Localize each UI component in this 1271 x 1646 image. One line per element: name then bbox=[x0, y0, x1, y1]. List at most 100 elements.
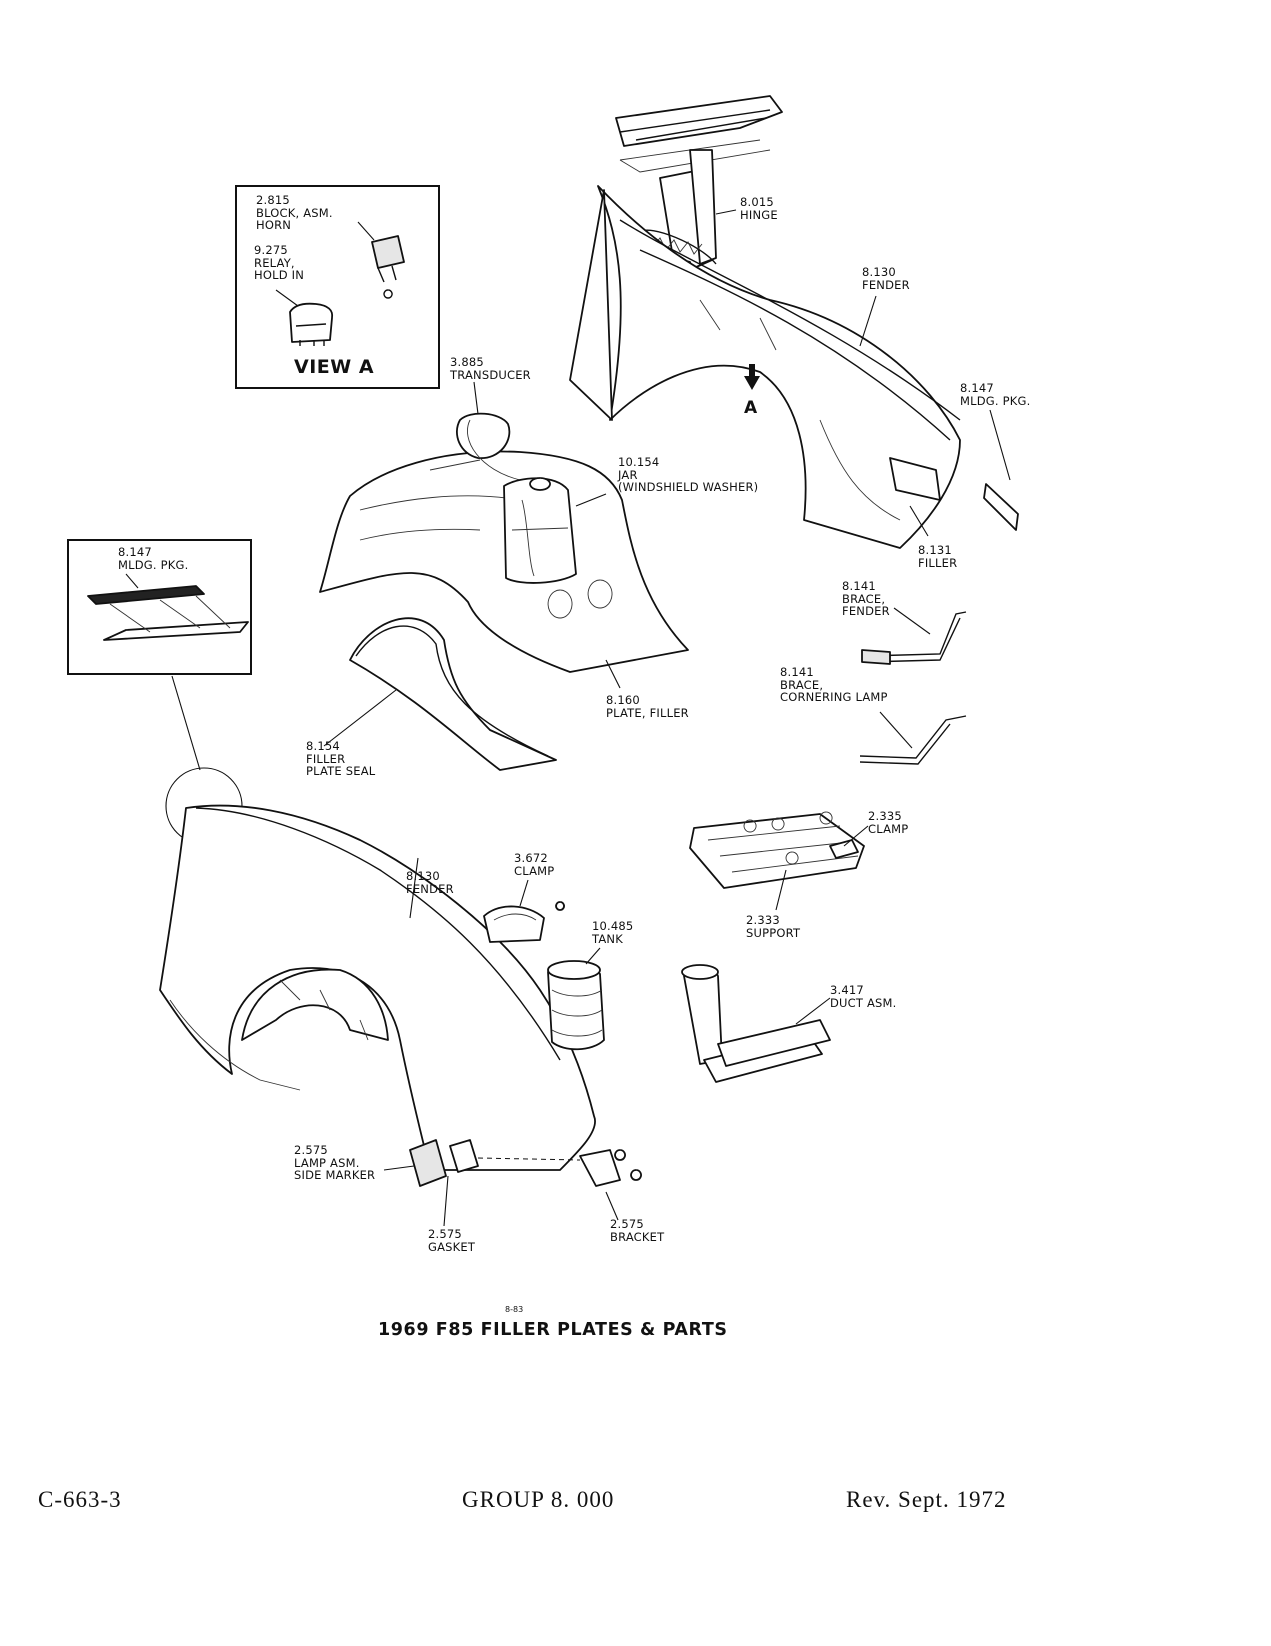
part-name: CLAMP bbox=[868, 821, 909, 836]
fender-bottom bbox=[159, 804, 596, 1171]
part-name: CLAMP bbox=[514, 863, 555, 878]
part-name: HINGE bbox=[740, 207, 778, 222]
relay bbox=[289, 302, 334, 346]
part-name: PLATE SEAL bbox=[306, 764, 376, 778]
filler-part bbox=[889, 457, 941, 537]
figure-caption: 1969 F85 FILLER PLATES & PARTS bbox=[378, 1320, 728, 1340]
label-duct: 3.417 DUCT ASM. bbox=[830, 984, 897, 1009]
part-name: FENDER bbox=[862, 277, 910, 292]
part-number: 8.141 bbox=[842, 579, 876, 593]
washer-jar bbox=[503, 477, 607, 584]
label-fender-top: 8.130 FENDER bbox=[862, 266, 910, 291]
side-marker-lamp bbox=[383, 1139, 447, 1187]
part-name: BRACE, bbox=[842, 591, 886, 606]
gasket-part bbox=[443, 1139, 479, 1227]
figure-number: 8-83 bbox=[505, 1305, 524, 1314]
filler-plate-seal bbox=[323, 617, 557, 771]
label-molding-top: 8.147 MLDG. PKG. bbox=[960, 382, 1030, 407]
view-a-title: VIEW A bbox=[294, 356, 375, 378]
view-a-frame bbox=[235, 185, 440, 389]
transducer bbox=[429, 381, 521, 481]
part-number: 2.575 bbox=[428, 1227, 462, 1241]
label-bracket: 2.575 BRACKET bbox=[610, 1218, 664, 1243]
molding-top bbox=[983, 409, 1019, 531]
part-name: HOLD IN bbox=[254, 268, 305, 282]
part-number: 10.485 bbox=[592, 919, 634, 933]
label-brace-cornering-lamp: 8.141 BRACE, CORNERING LAMP bbox=[780, 666, 888, 704]
bracket-part bbox=[477, 1149, 642, 1221]
detail-connector bbox=[171, 675, 201, 771]
part-name: PLATE, FILLER bbox=[606, 705, 689, 720]
label-hinge: 8.015 HINGE bbox=[740, 196, 778, 221]
part-name: RELAY, bbox=[254, 255, 295, 270]
part-number: 8.130 bbox=[862, 265, 896, 279]
part-name: SUPPORT bbox=[746, 925, 801, 940]
label-relay: 9.275 RELAY, HOLD IN bbox=[254, 244, 304, 282]
part-number: 8.147 bbox=[118, 545, 152, 559]
part-number: 8.147 bbox=[960, 381, 994, 395]
part-name: JAR bbox=[618, 467, 638, 482]
fender-top-leader bbox=[859, 295, 877, 347]
molding-detail-frame bbox=[67, 539, 252, 675]
block-leader bbox=[357, 221, 375, 241]
arrow-a-label: A bbox=[744, 398, 758, 418]
part-number: 3.885 bbox=[450, 355, 484, 369]
label-support: 2.333 SUPPORT bbox=[746, 914, 800, 939]
part-number: 8.154 bbox=[306, 739, 340, 753]
part-number: 8.160 bbox=[606, 693, 640, 707]
part-number: 8.015 bbox=[740, 195, 774, 209]
label-brace-fender: 8.141 BRACE, FENDER bbox=[842, 580, 890, 618]
part-number: 2.575 bbox=[610, 1217, 644, 1231]
part-name: (WINDSHIELD WASHER) bbox=[618, 480, 759, 494]
support-part bbox=[689, 811, 869, 911]
footer-group: GROUP 8. 000 bbox=[462, 1487, 615, 1512]
part-number: 9.275 bbox=[254, 243, 288, 257]
part-name: BLOCK, ASM. bbox=[256, 205, 333, 220]
part-name: FILLER bbox=[306, 751, 346, 766]
horn-block bbox=[371, 235, 405, 299]
label-clamp: 3.672 CLAMP bbox=[514, 852, 554, 877]
label-fender-bottom: 8.130 FENDER bbox=[406, 870, 454, 895]
part-name: TRANSDUCER bbox=[450, 367, 531, 382]
label-side-marker-lamp: 2.575 LAMP ASM. SIDE MARKER bbox=[294, 1144, 375, 1182]
part-name: BRACKET bbox=[610, 1229, 665, 1244]
part-number: 3.672 bbox=[514, 851, 548, 865]
brace-cornering-lamp bbox=[859, 711, 967, 765]
part-name: GASKET bbox=[428, 1239, 476, 1254]
label-horn-block: 2.815 BLOCK, ASM. HORN bbox=[256, 194, 333, 232]
part-number: 2.575 bbox=[294, 1143, 328, 1157]
part-name: MLDG. PKG. bbox=[960, 393, 1031, 408]
label-jar: 10.154 JAR (WINDSHIELD WASHER) bbox=[618, 456, 758, 494]
duct-part bbox=[681, 964, 831, 1083]
label-tank: 10.485 TANK bbox=[592, 920, 633, 945]
part-name: HORN bbox=[256, 218, 292, 232]
label-gasket: 2.575 GASKET bbox=[428, 1228, 475, 1253]
part-number: 2.335 bbox=[868, 809, 902, 823]
part-name: CORNERING LAMP bbox=[780, 690, 888, 704]
footer-revision: Rev. Sept. 1972 bbox=[846, 1487, 1007, 1512]
relay-leader bbox=[275, 289, 299, 307]
label-transducer: 3.885 TRANSDUCER bbox=[450, 356, 531, 381]
part-number: 8.131 bbox=[918, 543, 952, 557]
part-number: 10.154 bbox=[618, 455, 660, 469]
part-number: 2.815 bbox=[256, 193, 290, 207]
plate-filler bbox=[319, 450, 689, 689]
clamp-part bbox=[483, 879, 565, 943]
label-plate-filler: 8.160 PLATE, FILLER bbox=[606, 694, 689, 719]
label-molding-detail: 8.147 MLDG. PKG. bbox=[118, 546, 188, 571]
footer-page-code: C-663-3 bbox=[38, 1487, 122, 1512]
label-filler-plate-seal: 8.154 FILLER PLATE SEAL bbox=[306, 740, 375, 778]
part-name: FILLER bbox=[918, 555, 958, 570]
label-support-clamp: 2.335 CLAMP bbox=[868, 810, 908, 835]
part-name: TANK bbox=[592, 931, 623, 946]
part-name: FENDER bbox=[842, 604, 890, 618]
part-name: FENDER bbox=[406, 881, 454, 896]
part-number: 8.141 bbox=[780, 665, 814, 679]
fender-top bbox=[569, 185, 961, 549]
brace-fender bbox=[861, 607, 967, 665]
arrow-a bbox=[744, 364, 760, 390]
part-name: SIDE MARKER bbox=[294, 1168, 376, 1182]
part-number: 8.130 bbox=[406, 869, 440, 883]
part-number: 2.333 bbox=[746, 913, 780, 927]
